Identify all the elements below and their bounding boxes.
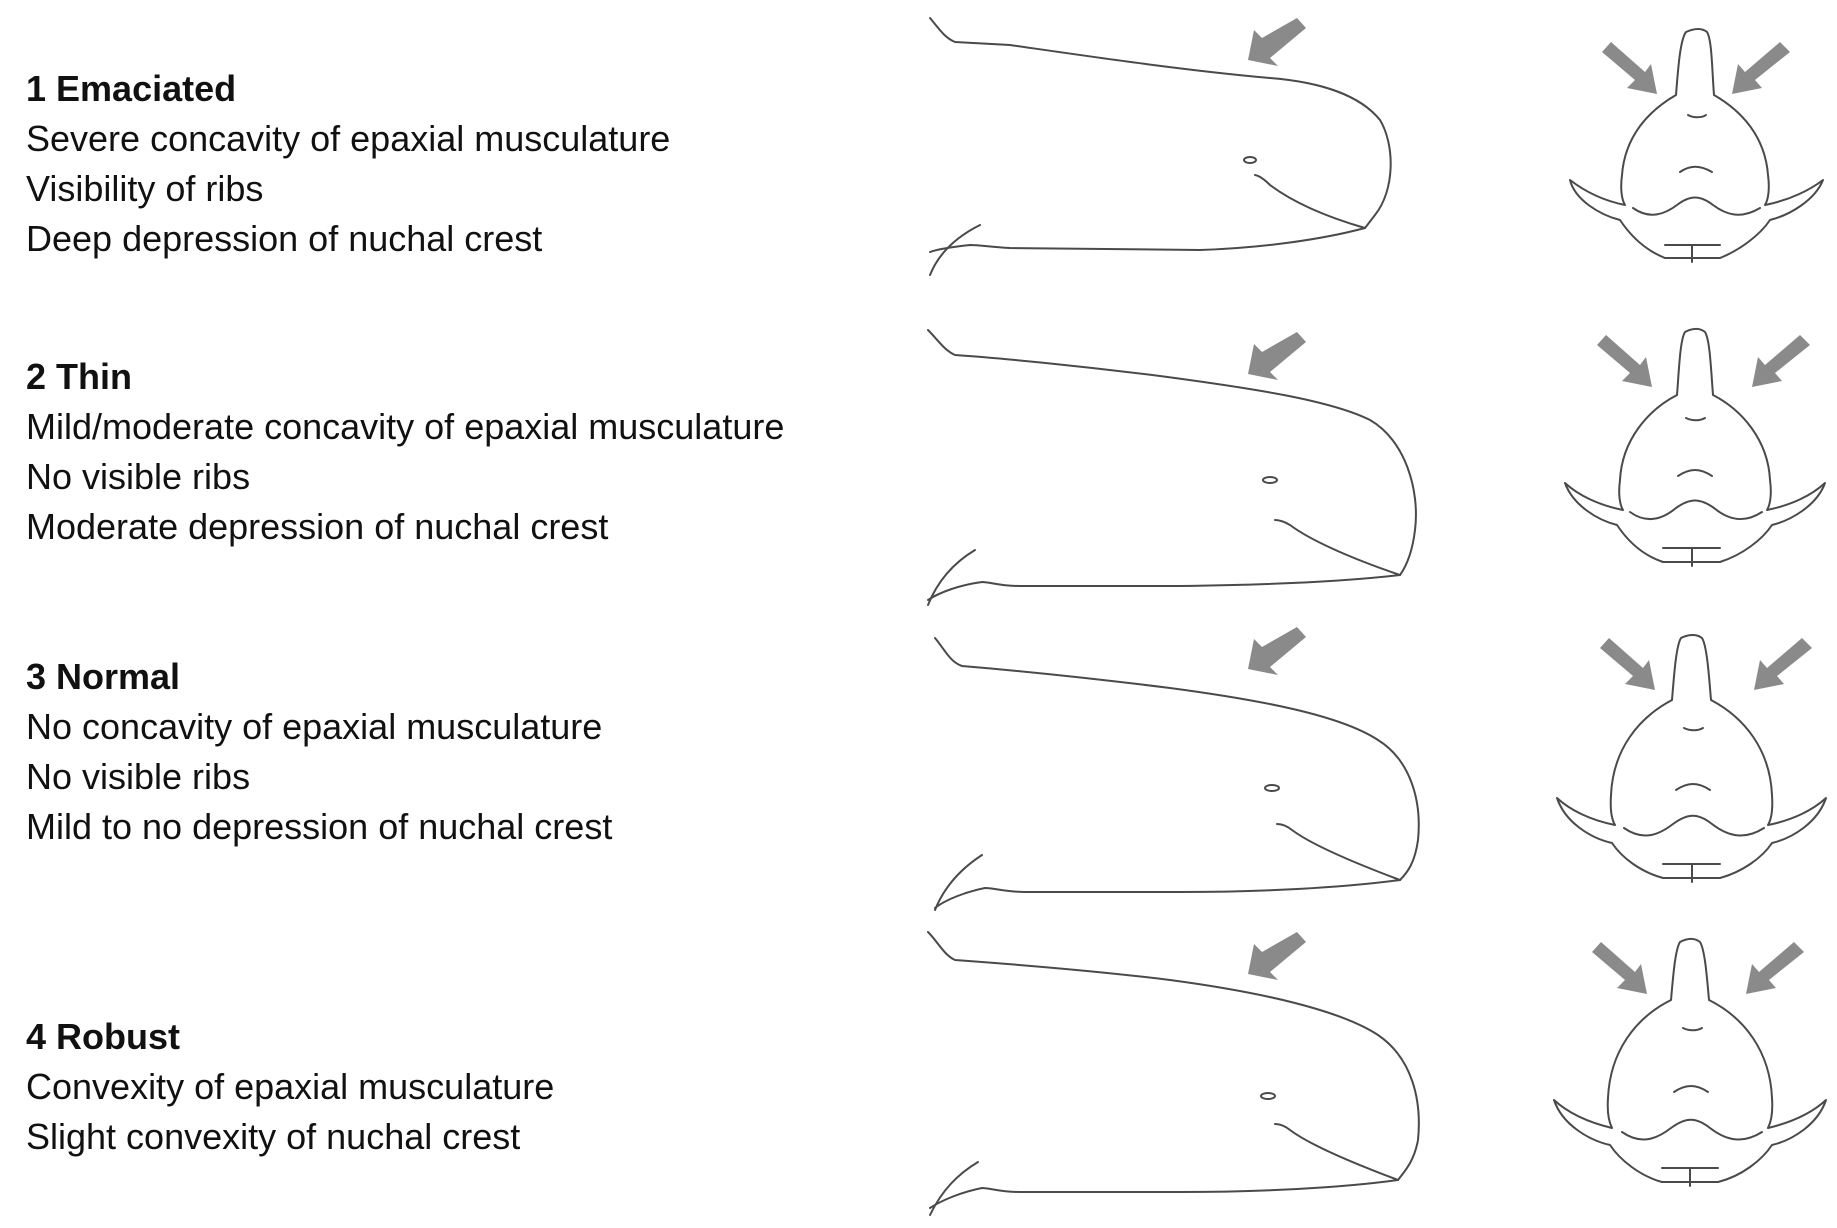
- criterion-line: Deep depression of nuchal crest: [26, 218, 543, 259]
- side-profile-illustration: [929, 17, 1392, 276]
- panel-robust: 4 Robust Convexity of epaxial musculatur…: [0, 900, 1837, 1216]
- side-profile-illustration: [927, 931, 1420, 1216]
- description-thin: 2 Thin Mild/moderate concavity of epaxia…: [26, 352, 784, 552]
- front-view-illustration: [1553, 938, 1827, 1187]
- pointer-arrow-icon: [1248, 932, 1306, 980]
- heading-thin: 2 Thin: [26, 356, 132, 397]
- front-view-illustration: [1556, 634, 1827, 883]
- criterion-line: Mild to no depression of nuchal crest: [26, 806, 613, 847]
- pointer-arrow-icon: [1754, 638, 1812, 690]
- pointer-arrow-icon: [1248, 18, 1306, 66]
- pointer-arrow-icon: [1248, 627, 1306, 675]
- panel-thin: 2 Thin Mild/moderate concavity of epaxia…: [0, 300, 1837, 606]
- criterion-line: Mild/moderate concavity of epaxial muscu…: [26, 406, 785, 447]
- illustration-thin: [927, 328, 1826, 606]
- pointer-arrow-icon: [1597, 335, 1652, 387]
- pointer-arrow-icon: [1752, 335, 1810, 387]
- pointer-arrow-icon: [1732, 42, 1790, 94]
- criterion-line: Moderate depression of nuchal crest: [26, 506, 609, 547]
- criterion-line: Convexity of epaxial musculature: [26, 1066, 555, 1107]
- pointer-arrow-icon: [1248, 332, 1306, 380]
- description-emaciated: 1 Emaciated Severe concavity of epaxial …: [26, 64, 670, 264]
- criterion-line: Visibility of ribs: [26, 168, 264, 209]
- pointer-arrow-icon: [1746, 942, 1804, 994]
- illustration-robust: [927, 931, 1827, 1216]
- heading-normal: 3 Normal: [26, 656, 181, 697]
- criterion-line: No visible ribs: [26, 456, 251, 497]
- front-view-illustration: [1569, 28, 1824, 263]
- side-profile-illustration: [934, 637, 1420, 911]
- panel-emaciated: 1 Emaciated Severe concavity of epaxial …: [0, 0, 1837, 300]
- pointer-arrow-icon: [1600, 638, 1655, 690]
- criterion-line: No concavity of epaxial musculature: [26, 706, 603, 747]
- side-profile-illustration: [927, 329, 1417, 606]
- criterion-line: No visible ribs: [26, 756, 251, 797]
- criterion-line: Severe concavity of epaxial musculature: [26, 118, 671, 159]
- front-view-illustration: [1564, 328, 1826, 567]
- criterion-line: Slight convexity of nuchal crest: [26, 1116, 521, 1157]
- heading-emaciated: 1 Emaciated: [26, 68, 237, 109]
- heading-robust: 4 Robust: [26, 1016, 181, 1057]
- description-robust: 4 Robust Convexity of epaxial musculatur…: [26, 1012, 554, 1162]
- panel-normal: 3 Normal No concavity of epaxial muscula…: [0, 600, 1837, 911]
- pointer-arrow-icon: [1602, 42, 1657, 94]
- description-normal: 3 Normal No concavity of epaxial muscula…: [26, 652, 612, 852]
- pointer-arrow-icon: [1592, 942, 1647, 994]
- illustration-emaciated: [929, 17, 1824, 276]
- illustration-normal: [934, 627, 1827, 911]
